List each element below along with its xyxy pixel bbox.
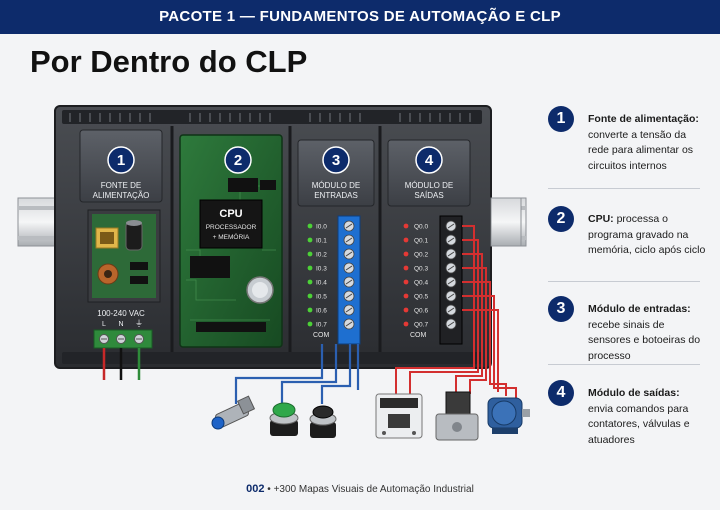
legend-4-title: Módulo de saídas: xyxy=(588,387,680,399)
legend-1-number: 1 xyxy=(548,106,574,132)
bus-connector-icon xyxy=(196,322,266,332)
chip-icon xyxy=(190,256,230,278)
output-led-3 xyxy=(403,265,409,271)
input-led-1 xyxy=(307,237,313,243)
contactor-icon xyxy=(375,393,423,439)
module-4-badge xyxy=(415,146,443,174)
legend-2-number: 2 xyxy=(548,206,574,232)
capacitor-icon xyxy=(125,221,143,251)
output-label-5: Q0.5 xyxy=(414,294,428,301)
module-3-badge xyxy=(322,146,350,174)
input-wires xyxy=(234,344,360,406)
input-led-4 xyxy=(307,279,313,285)
output-label-7: Q0.7 xyxy=(414,322,428,329)
module-3-line2: ENTRADAS xyxy=(314,191,358,200)
module-4-line2: SAÍDAS xyxy=(414,191,443,200)
input-label-3: I0.3 xyxy=(316,266,327,273)
module-3-number: 3 xyxy=(332,152,340,169)
psu-terminal-l: L xyxy=(102,321,106,328)
input-label-0: I0.0 xyxy=(316,224,327,231)
solenoid-valve-icon xyxy=(435,391,479,441)
output-label-2: Q0.2 xyxy=(414,252,428,259)
legend-4-description: envia comandos para contatores, válvulas… xyxy=(588,402,690,446)
output-led-1 xyxy=(403,237,409,243)
page-number: 002 xyxy=(246,483,265,495)
memory-chip-icon xyxy=(228,178,258,192)
output-label-3: Q0.3 xyxy=(414,266,428,273)
legend-2-description: processa o programa gravado na memória, … xyxy=(588,213,706,256)
output-com-label: COM xyxy=(410,332,427,339)
output-led-5 xyxy=(403,293,409,299)
output-label-0: Q0.0 xyxy=(414,224,428,231)
motor-icon xyxy=(487,397,530,434)
cpu-line2: + MEMÓRIA xyxy=(213,232,250,241)
module-3-line1: MÓDULO DE xyxy=(312,181,360,190)
output-wires xyxy=(395,225,517,398)
output-led-2 xyxy=(403,251,409,257)
black-pushbutton-icon xyxy=(309,405,337,438)
input-com-label: COM xyxy=(313,332,330,339)
cpu-line1: PROCESSADOR xyxy=(206,224,257,231)
module-power-supply: 1 FONTE DE ALIMENTAÇÃO 100-240 VAC L N ⏚ xyxy=(79,129,163,380)
input-label-5: I0.5 xyxy=(316,294,327,301)
output-label-1: Q0.1 xyxy=(414,238,428,245)
output-led-4 xyxy=(403,279,409,285)
psu-terminal-ground: ⏚ xyxy=(135,319,143,328)
input-led-6 xyxy=(307,307,313,313)
module-4-line1: MÓDULO DE xyxy=(405,181,453,190)
input-label-7: I0.7 xyxy=(316,322,327,329)
module-outputs: 4 MÓDULO DE SAÍDAS Q0.0Q0.1Q0.2Q0.3Q0.4Q… xyxy=(387,139,471,345)
legend-1-title: Fonte de alimentação: xyxy=(588,113,699,125)
module-2-number: 2 xyxy=(234,152,242,169)
cpu-label: CPU xyxy=(219,208,242,220)
cpu-chip-icon xyxy=(199,199,263,249)
legend-4-number: 4 xyxy=(548,380,574,406)
proximity-sensor-icon xyxy=(211,395,256,430)
module-4-number: 4 xyxy=(425,152,434,169)
module-inputs: 3 MÓDULO DE ENTRADAS I0.0I0.1I0.2I0.3I0.… xyxy=(297,139,375,345)
legend-1-description: converte a tensão da rede para alimentar… xyxy=(588,128,694,172)
output-label-6: Q0.6 xyxy=(414,308,428,315)
output-led-0 xyxy=(403,223,409,229)
output-label-4: Q0.4 xyxy=(414,280,428,287)
module-2-badge xyxy=(224,146,252,174)
module-1-badge xyxy=(107,146,135,174)
legend-3-number: 3 xyxy=(548,296,574,322)
input-label-2: I0.2 xyxy=(316,252,327,259)
green-pushbutton-icon xyxy=(269,402,299,436)
legend-divider xyxy=(548,364,700,365)
input-led-7 xyxy=(307,321,313,327)
output-led-6 xyxy=(403,307,409,313)
footer-bullet: • xyxy=(267,484,271,495)
module-cpu: 2 CPU PROCESSADOR + MEMÓRIA xyxy=(179,134,283,348)
footer: 002 • +300 Mapas Visuais de Automação In… xyxy=(0,483,720,495)
legend-divider xyxy=(548,188,700,189)
input-led-5 xyxy=(307,293,313,299)
input-led-3 xyxy=(307,265,313,271)
input-led-0 xyxy=(307,223,313,229)
page-title: Por Dentro do CLP xyxy=(30,44,308,79)
input-label-6: I0.6 xyxy=(316,308,327,315)
psu-terminal-n: N xyxy=(118,321,123,328)
input-label-4: I0.4 xyxy=(316,280,327,287)
footer-text: +300 Mapas Visuais de Automação Industri… xyxy=(273,484,474,495)
module-1-line2: ALIMENTAÇÃO xyxy=(93,191,150,200)
legend-2-title: CPU: xyxy=(588,213,614,225)
module-1-line1: FONTE DE xyxy=(101,181,141,190)
psu-voltage-label: 100-240 VAC xyxy=(97,309,145,318)
top-banner: PACOTE 1 — FUNDAMENTOS DE AUTOMAÇÃO E CL… xyxy=(0,0,720,34)
input-led-2 xyxy=(307,251,313,257)
input-label-1: I0.1 xyxy=(316,238,327,245)
legend-3-description: recebe sinais de sensores e botoeiras do… xyxy=(588,318,701,362)
legend-3-title: Módulo de entradas: xyxy=(588,303,691,315)
output-led-7 xyxy=(403,321,409,327)
legend-divider xyxy=(548,281,700,282)
module-1-number: 1 xyxy=(117,152,125,169)
